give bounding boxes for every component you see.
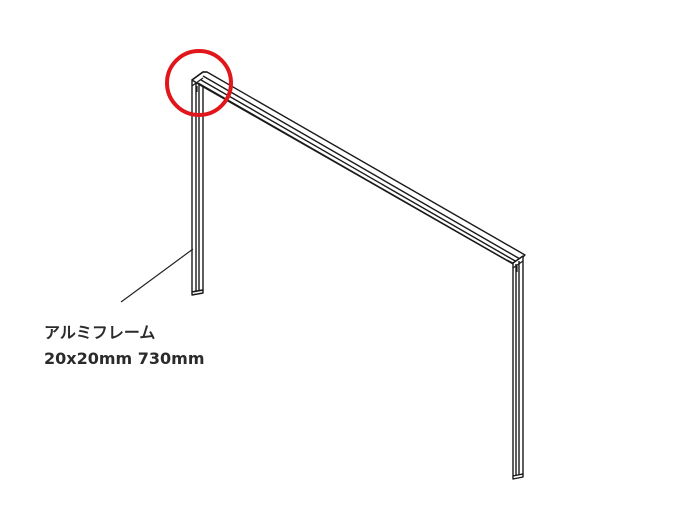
corner-joint-top-left — [191, 71, 207, 92]
left-post — [191, 71, 204, 296]
right-post — [512, 255, 524, 480]
corner-joint-top-right — [506, 255, 524, 272]
callout-leader-line — [120, 248, 194, 303]
top-beam — [191, 71, 526, 266]
part-spec-label: 20x20mm 730mm — [44, 349, 205, 368]
highlight-circle — [165, 49, 233, 117]
part-name-label: アルミフレーム — [44, 323, 156, 342]
